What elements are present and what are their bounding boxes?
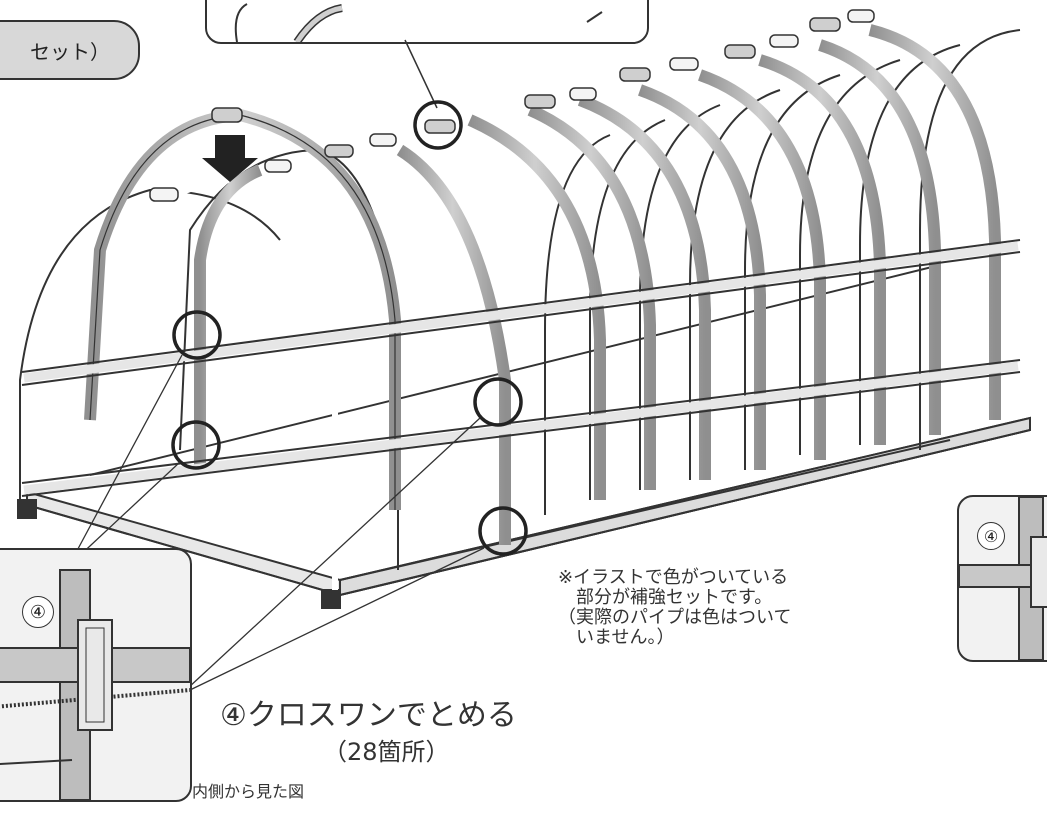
note-line: 部分が補強セットです。 (558, 587, 773, 608)
reinforcement-note: ※イラストで色がついている 部分が補強セットです。 （実際のパイプは色はついて … (558, 568, 858, 648)
joint-caps (149, 9, 875, 202)
step-number-badge-right: ④ (977, 522, 1005, 550)
section-title-pill: セット） (0, 20, 140, 80)
callout-pipe-sketch (234, 3, 603, 45)
inside-view-caption: 内側から見た図 (192, 782, 305, 801)
arches-reinforcement (84, 24, 1001, 545)
marker-circles (171, 100, 528, 556)
arches-reinforcement-outline (89, 114, 396, 510)
down-arrow-icon (202, 135, 258, 182)
step-number-badge-left: ④ (22, 596, 54, 628)
section-title-text: セット） (30, 39, 110, 64)
note-line: ※イラストで色がついている (558, 567, 789, 588)
step-count: （28箇所） (323, 738, 450, 766)
horizontal-rails (21, 239, 1021, 497)
note-line: いません。） (558, 627, 675, 648)
clamp-closeup-right (959, 497, 1047, 660)
step-instruction: ④クロスワンでとめる (220, 698, 517, 733)
detail-inset-right: ④ (957, 495, 1047, 662)
clamp-closeup-left (0, 569, 190, 800)
callout-box-top (205, 0, 649, 45)
note-line: （実際のパイプは色はついて (558, 607, 792, 628)
leader-lines (71, 354, 485, 691)
detail-inset-left: ④ (0, 548, 192, 802)
